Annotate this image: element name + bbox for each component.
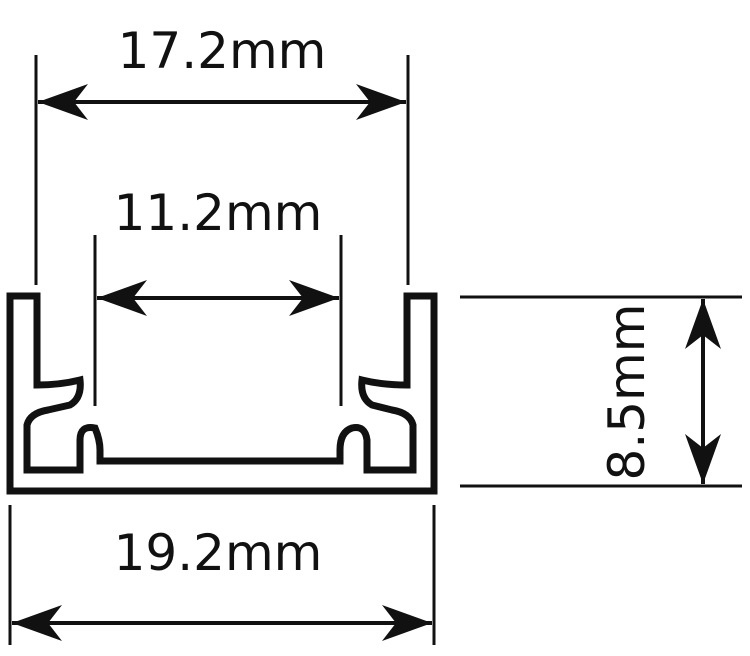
dimension-inner-opening-width: 11.2mm xyxy=(93,184,343,406)
dimension-label-17-2: 17.2mm xyxy=(118,22,327,80)
dimension-label-11-2: 11.2mm xyxy=(114,184,323,242)
dimension-label-8-5: 8.5mm xyxy=(598,304,656,481)
dimension-outer-top-width: 17.2mm xyxy=(34,22,410,285)
dimension-base-width: 19.2mm xyxy=(8,505,436,645)
dimension-height: 8.5mm xyxy=(460,295,742,488)
dimension-label-19-2: 19.2mm xyxy=(114,524,323,582)
profile-cross-section xyxy=(6,292,438,495)
